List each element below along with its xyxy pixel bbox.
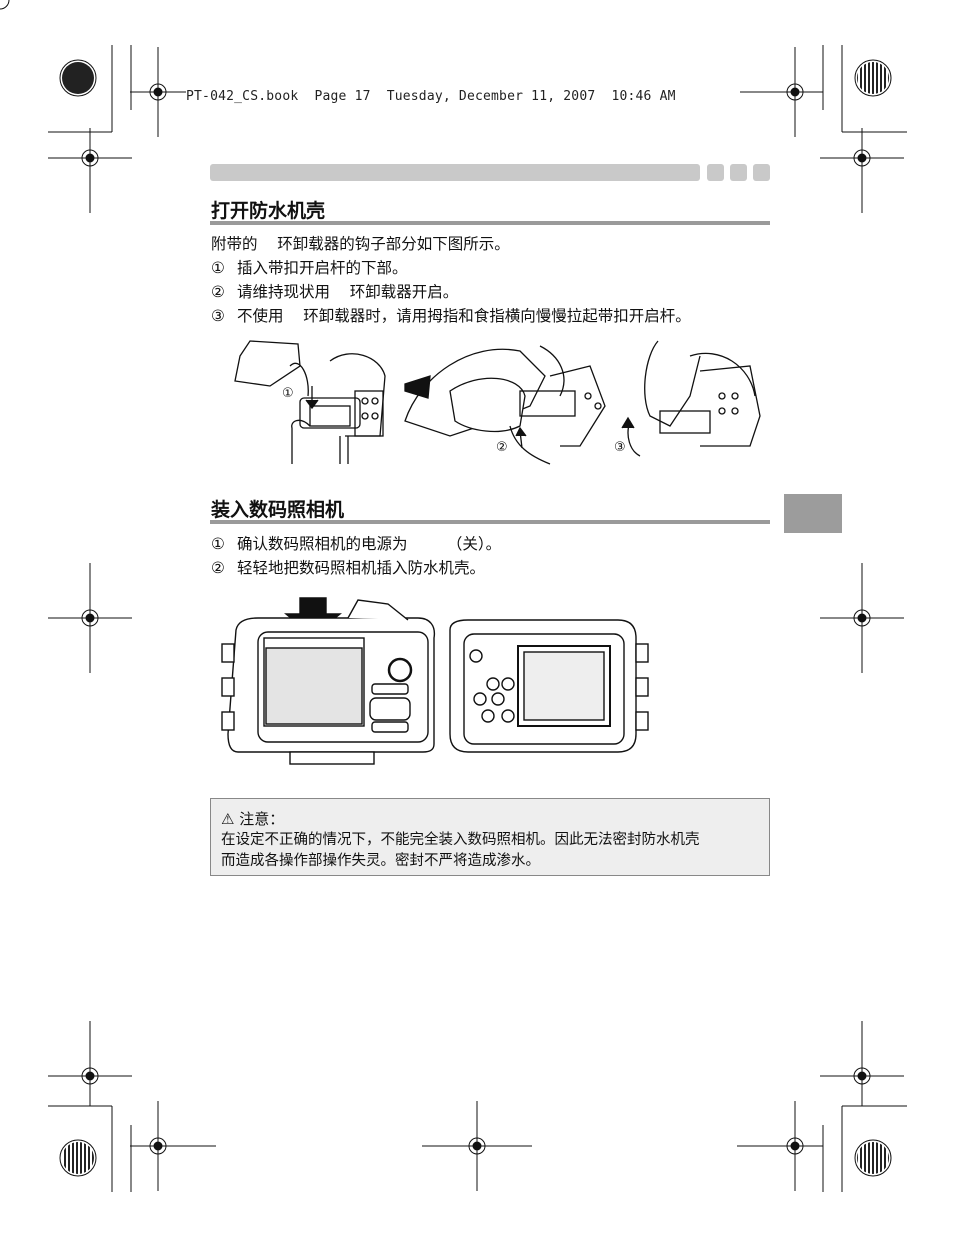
print-header: PT-042_CS.book Page 17 Tuesday, December… — [186, 89, 676, 104]
section-bar-square — [753, 164, 770, 181]
section-title-open-housing: 打开防水机壳 — [211, 200, 326, 222]
section-title-insert-camera: 装入数码照相机 — [211, 499, 345, 521]
section-rule — [210, 520, 770, 524]
section-bar-square — [730, 164, 747, 181]
figure-label: ③ — [614, 440, 626, 455]
header-file: PT-042_CS.book — [186, 89, 299, 104]
figure-label: ② — [496, 440, 508, 455]
caution-line: 而造成各操作部操作失灵。密封不严将造成渗水。 — [221, 853, 540, 869]
intro-text: 附带的 环卸载器的钩子部分如下图所示。 — [211, 235, 510, 253]
header-time: 10:46 AM — [611, 89, 676, 104]
header-date: Tuesday, December 11, 2007 — [386, 89, 596, 104]
section-rule — [210, 221, 770, 225]
caution-box: ⚠ 注意： 在设定不正确的情况下，不能完全装入数码照相机。因此无法密封防水机壳 … — [210, 798, 770, 876]
section-bar-square — [707, 164, 724, 181]
figure-label: ① — [282, 386, 294, 401]
chapter-tab — [784, 494, 842, 533]
header-page: Page 17 — [314, 89, 371, 104]
illustration-open-steps — [234, 340, 761, 465]
section-bar — [210, 164, 700, 181]
caution-line: 在设定不正确的情况下，不能完全装入数码照相机。因此无法密封防水机壳 — [221, 832, 700, 848]
caution-title: ⚠ 注意： — [221, 810, 285, 828]
caution-body: 在设定不正确的情况下，不能完全装入数码照相机。因此无法密封防水机壳 而造成各操作… — [221, 830, 766, 872]
illustration-camera-housing — [221, 597, 649, 765]
